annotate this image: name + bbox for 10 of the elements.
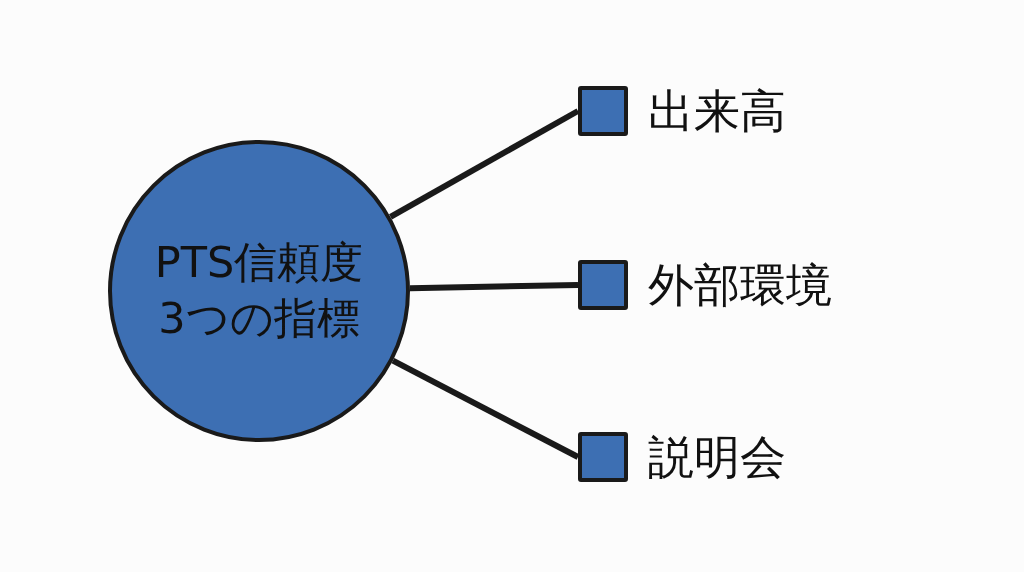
bullet-square [578, 432, 628, 482]
item-label: 説明会 [648, 429, 786, 486]
item-label: 外部環境 [648, 257, 832, 314]
connector-line [391, 358, 580, 460]
bullet-square [578, 86, 628, 136]
bullet-square [578, 260, 628, 310]
connector-line [409, 282, 579, 292]
item-label: 出来高 [648, 83, 786, 140]
connector-line [389, 108, 580, 220]
topic-text: PTS信頼度3つの指標 [153, 236, 365, 345]
